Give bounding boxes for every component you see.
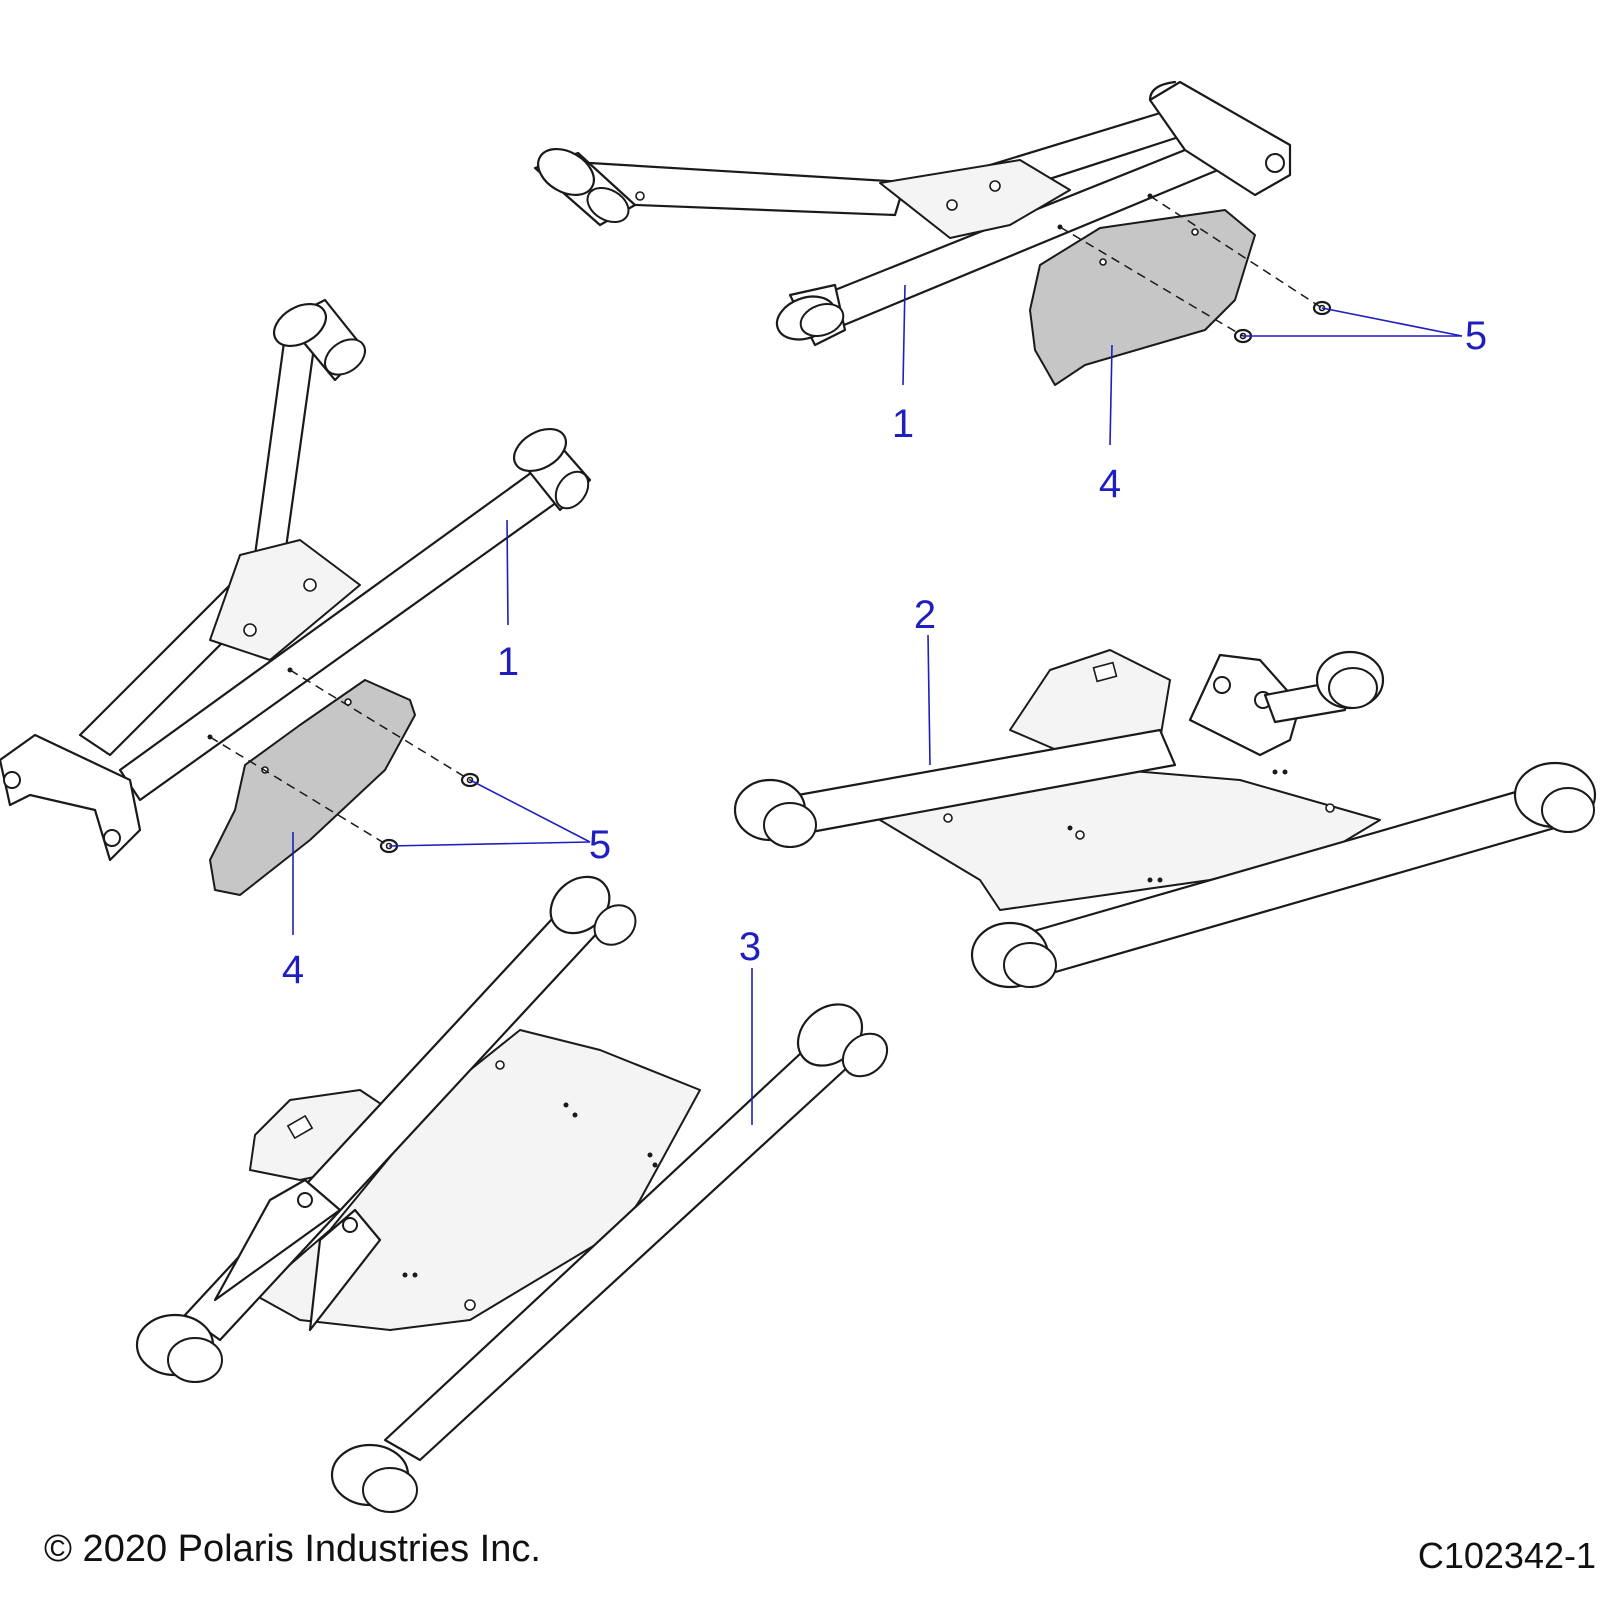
copyright-text: © 2020 Polaris Industries Inc. [44, 1528, 541, 1570]
callout-4-left: 4 [282, 948, 304, 992]
callout-5-left: 5 [589, 823, 611, 867]
callout-4-right: 4 [1099, 462, 1121, 506]
lower-a-arm-right [733, 649, 1597, 989]
callout-2: 2 [914, 593, 936, 637]
callout-1-left: 1 [497, 640, 519, 684]
callout-5-right: 5 [1465, 314, 1487, 358]
fasteners-left [379, 772, 480, 854]
lower-a-arm-left [135, 875, 889, 1513]
upper-a-arm-right [533, 80, 1292, 347]
callout-leaders [292, 284, 1463, 1125]
figure-id: C102342-1 [1417, 1535, 1596, 1576]
guard-left [209, 679, 416, 896]
upper-a-arm-left [0, 298, 592, 862]
callout-1-right: 1 [892, 402, 914, 446]
callout-3: 3 [739, 925, 761, 969]
guard-right [1029, 209, 1256, 386]
